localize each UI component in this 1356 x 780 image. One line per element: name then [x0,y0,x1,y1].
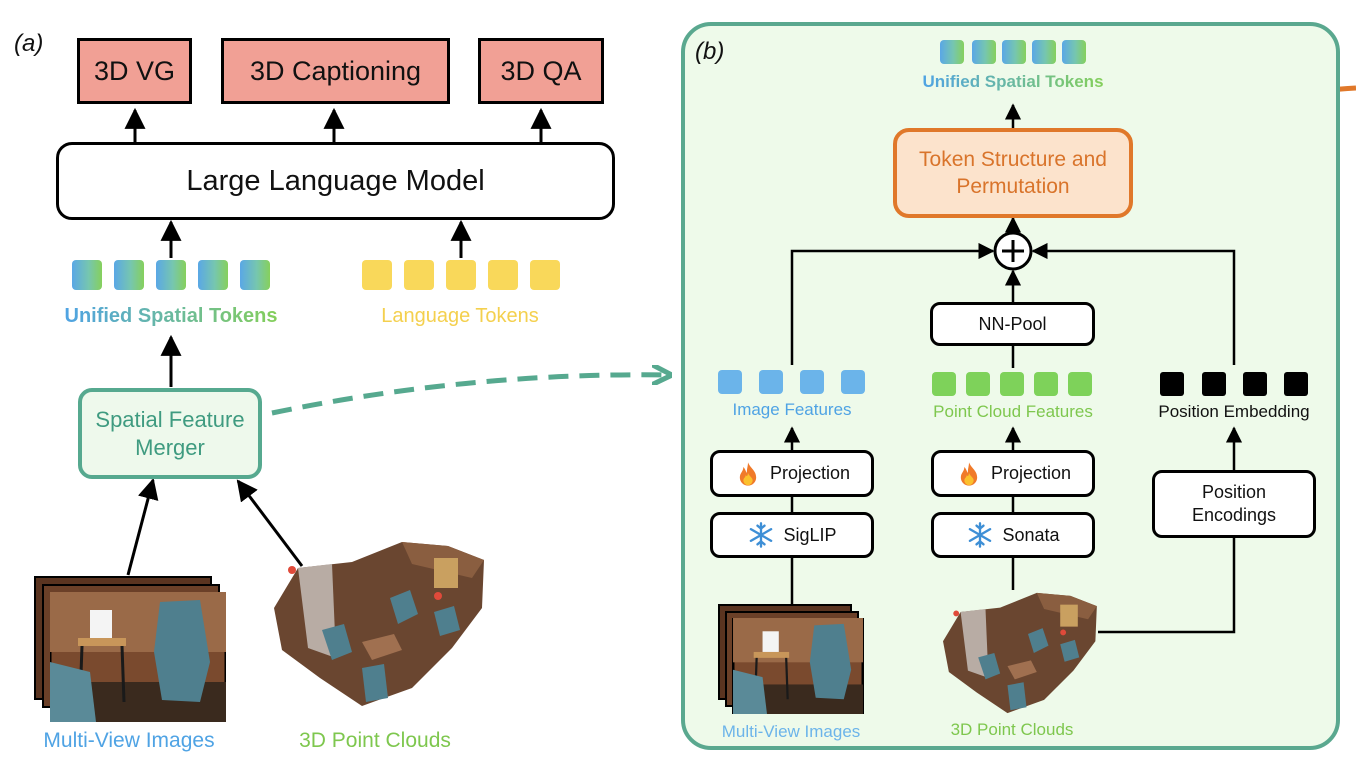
point-cloud-image-b [943,592,1097,714]
projection-box-pointcloud: Projection [931,450,1095,497]
arrow-pointcloud-to-merger [236,479,304,567]
unified-spatial-tokens-label-b: Unified Spatial Tokens [922,72,1104,91]
add-operator-icon [993,231,1033,271]
task-3d-captioning: 3D Captioning [221,38,450,104]
image-features-label: Image Features [732,400,852,419]
language-tokens-label: Language Tokens [381,305,539,327]
point-clouds-label-a: 3D Point Clouds [299,729,451,752]
projection-label-pointcloud: Projection [990,463,1072,483]
point-cloud-image-a [274,542,484,706]
point-clouds-label-b: 3D Point Clouds [950,720,1074,739]
token-structure-permutation-box: Token Structure and Permutation [893,128,1133,218]
panel-b-label: (b) [695,38,725,65]
projection-label-image: Projection [769,463,851,483]
multiview-images-label-b: Multi-View Images [721,722,861,741]
fire-icon [960,461,978,486]
position-encodings-line2: Encodings [1191,505,1277,525]
nn-pool-box: NN-Pool [930,302,1095,346]
task-3d-vg: 3D VG [77,38,192,104]
point-cloud-features-label: Point Cloud Features [933,402,1093,421]
siglip-box: SigLIP [710,512,874,558]
dashed-link-merger-to-panel-b [271,375,668,416]
snowflake-icon [969,522,992,548]
position-embedding-label: Position Embedding [1158,402,1310,421]
arrow-images-to-merger [126,477,159,576]
projection-box-image: Projection [710,450,874,497]
fire-icon [739,461,757,486]
panel-a-label: (a) [14,30,44,57]
merger-label-line2: Merger [135,434,205,460]
multiview-room-photo-b [732,618,864,714]
multiview-room-photo-a [50,592,226,722]
position-encodings-box: Position Encodings [1152,470,1316,538]
merger-label-line1: Spatial Feature [95,406,245,432]
sonata-box: Sonata [931,512,1095,558]
task-3d-qa: 3D QA [478,38,604,104]
multiview-images-label-a: Multi-View Images [43,729,215,752]
unified-spatial-tokens-label-a: Unified Spatial Tokens [64,305,278,327]
spatial-feature-merger-box: Spatial Feature Merger [78,388,262,479]
snowflake-icon [750,522,773,548]
token-structure-line1: Token Structure and [919,148,1107,171]
large-language-model-box: Large Language Model [56,142,615,220]
token-structure-line2: Permutation [956,175,1070,198]
siglip-label: SigLIP [783,524,837,545]
position-encodings-line1: Position [1201,482,1267,502]
sonata-label: Sonata [1002,524,1060,545]
